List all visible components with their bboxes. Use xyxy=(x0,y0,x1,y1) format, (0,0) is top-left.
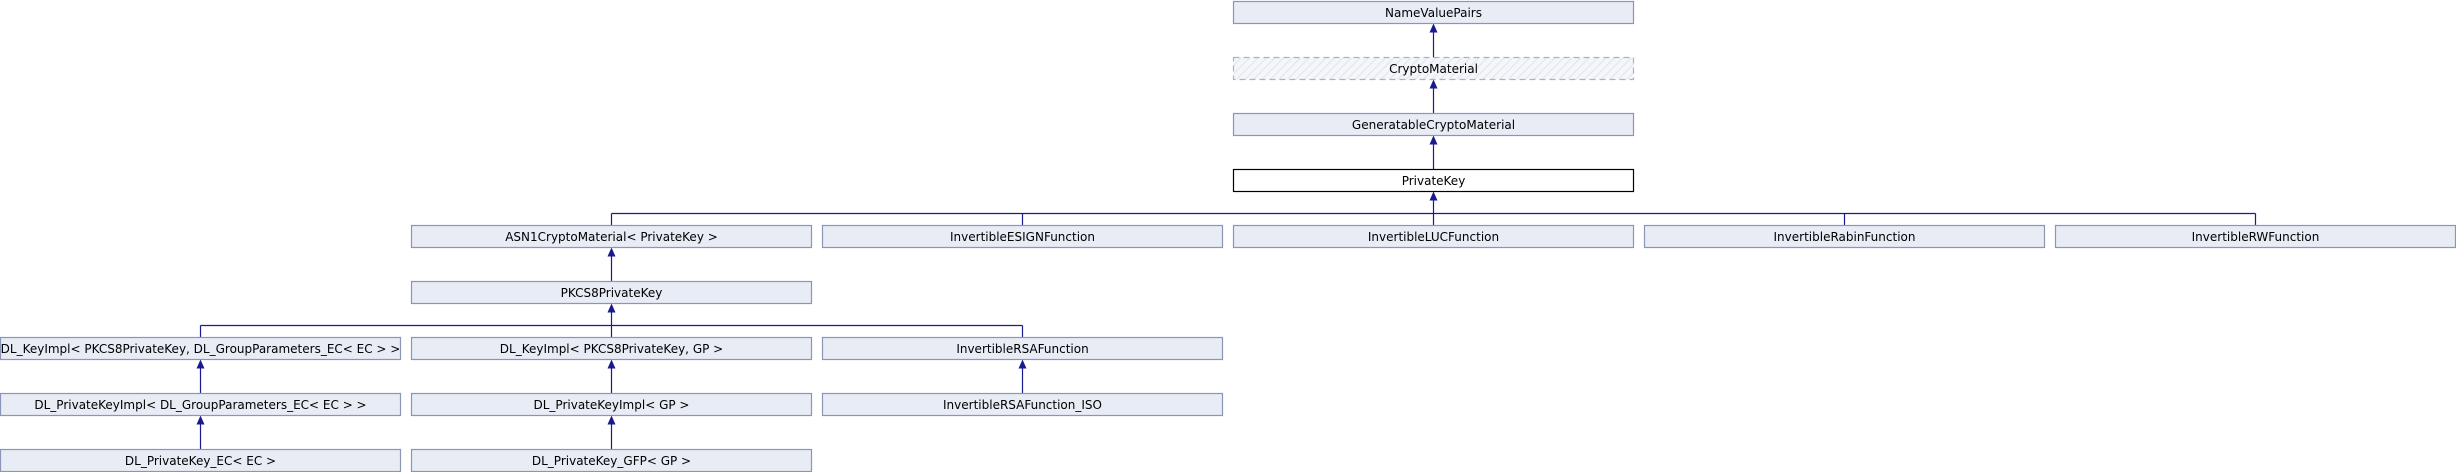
class-node-invertible-rsa-function-iso[interactable]: InvertibleRSAFunction_ISO xyxy=(821,392,1224,417)
class-node-label: InvertibleLUCFunction xyxy=(1368,230,1499,244)
class-node-dl-privatekey-gfp[interactable]: DL_PrivateKey_GFP< GP > xyxy=(410,448,813,472)
class-node-label: DL_PrivateKeyImpl< DL_GroupParameters_EC… xyxy=(34,398,366,412)
class-node-pkcs8-private-key[interactable]: PKCS8PrivateKey xyxy=(410,280,813,305)
class-node-dl-keyimpl-ec[interactable]: DL_KeyImpl< PKCS8PrivateKey, DL_GroupPar… xyxy=(0,336,402,361)
edge-group-dl-keyimpl-gp xyxy=(607,359,616,394)
class-node-label: NameValuePairs xyxy=(1385,6,1482,20)
class-node-label: InvertibleRWFunction xyxy=(2192,230,2320,244)
arrowhead xyxy=(1429,79,1438,89)
class-node-box[interactable] xyxy=(1232,168,1635,193)
class-node-name-value-pairs[interactable]: NameValuePairs xyxy=(1232,0,1635,25)
edge-group-invertible-rsa-function xyxy=(1018,359,1027,394)
class-node-box[interactable] xyxy=(410,392,813,417)
class-node-box[interactable] xyxy=(821,392,1224,417)
class-node-invertible-luc-function[interactable]: InvertibleLUCFunction xyxy=(1232,224,1635,249)
class-node-label: GeneratableCryptoMaterial xyxy=(1352,118,1515,132)
arrowhead xyxy=(607,303,616,313)
edge-group-asn1-crypto-material xyxy=(607,247,616,282)
class-node-invertible-rw-function[interactable]: InvertibleRWFunction xyxy=(2054,224,2456,249)
class-node-asn1-crypto-material[interactable]: ASN1CryptoMaterial< PrivateKey > xyxy=(410,224,813,249)
class-node-label: DL_KeyImpl< PKCS8PrivateKey, DL_GroupPar… xyxy=(1,342,401,356)
class-node-generatable-crypto-material[interactable]: GeneratableCryptoMaterial xyxy=(1232,112,1635,137)
class-node-box[interactable] xyxy=(1232,112,1635,137)
class-node-label: DL_PrivateKey_EC< EC > xyxy=(125,454,276,468)
class-node-box[interactable] xyxy=(410,280,813,305)
class-node-label: DL_KeyImpl< PKCS8PrivateKey, GP > xyxy=(500,342,723,356)
class-node-label: ASN1CryptoMaterial< PrivateKey > xyxy=(505,230,718,244)
class-node-box[interactable] xyxy=(1643,224,2046,249)
class-node-label: DL_PrivateKey_GFP< GP > xyxy=(532,454,691,468)
edge-group-dl-privatekeyimpl-gp xyxy=(607,415,616,450)
class-node-label: InvertibleRSAFunction_ISO xyxy=(943,398,1102,412)
class-node-dl-keyimpl-gp[interactable]: DL_KeyImpl< PKCS8PrivateKey, GP > xyxy=(410,336,813,361)
class-node-box[interactable] xyxy=(410,224,813,249)
arrowhead xyxy=(1429,191,1438,201)
edge-group-generatable-crypto-material xyxy=(1429,135,1438,170)
class-node-private-key[interactable]: PrivateKey xyxy=(1232,168,1635,193)
class-node-label: CryptoMaterial xyxy=(1389,62,1478,76)
class-node-label: InvertibleRabinFunction xyxy=(1774,230,1916,244)
class-node-box[interactable] xyxy=(0,392,402,417)
arrowhead xyxy=(607,415,616,425)
class-node-dl-privatekeyimpl-gp[interactable]: DL_PrivateKeyImpl< GP > xyxy=(410,392,813,417)
class-node-invertible-rabin-function[interactable]: InvertibleRabinFunction xyxy=(1643,224,2046,249)
arrowhead xyxy=(196,359,205,369)
class-node-box[interactable] xyxy=(1232,56,1635,81)
class-node-label: DL_PrivateKeyImpl< GP > xyxy=(534,398,690,412)
arrowhead xyxy=(1018,359,1027,369)
edge-group-name-value-pairs xyxy=(1429,23,1438,58)
arrowhead xyxy=(607,247,616,257)
class-node-box[interactable] xyxy=(1232,224,1635,249)
arrowhead xyxy=(607,359,616,369)
class-node-invertible-rsa-function[interactable]: InvertibleRSAFunction xyxy=(821,336,1224,361)
class-node-box[interactable] xyxy=(0,336,402,361)
arrowhead xyxy=(1429,135,1438,145)
class-node-box[interactable] xyxy=(1232,0,1635,25)
inheritance-edges xyxy=(196,23,2257,450)
edge-group-private-key xyxy=(610,191,2257,226)
edge-group-dl-privatekeyimpl-ec xyxy=(196,415,205,450)
class-node-crypto-material[interactable]: CryptoMaterial xyxy=(1232,56,1635,81)
class-node-box[interactable] xyxy=(821,336,1224,361)
arrowhead xyxy=(1429,23,1438,33)
edge-group-crypto-material xyxy=(1429,79,1438,114)
edge-group-dl-keyimpl-ec xyxy=(196,359,205,394)
class-node-dl-privatekeyimpl-ec[interactable]: DL_PrivateKeyImpl< DL_GroupParameters_EC… xyxy=(0,392,402,417)
arrowhead xyxy=(196,415,205,425)
class-node-label: PrivateKey xyxy=(1402,174,1466,188)
class-node-box[interactable] xyxy=(410,336,813,361)
class-node-invertible-esign-function[interactable]: InvertibleESIGNFunction xyxy=(821,224,1224,249)
class-node-label: InvertibleRSAFunction xyxy=(956,342,1088,356)
edge-group-pkcs8-private-key xyxy=(199,303,1024,338)
class-node-label: InvertibleESIGNFunction xyxy=(950,230,1095,244)
class-node-dl-privatekey-ec[interactable]: DL_PrivateKey_EC< EC > xyxy=(0,448,402,472)
class-node-box[interactable] xyxy=(821,224,1224,249)
class-node-label: PKCS8PrivateKey xyxy=(561,286,663,300)
